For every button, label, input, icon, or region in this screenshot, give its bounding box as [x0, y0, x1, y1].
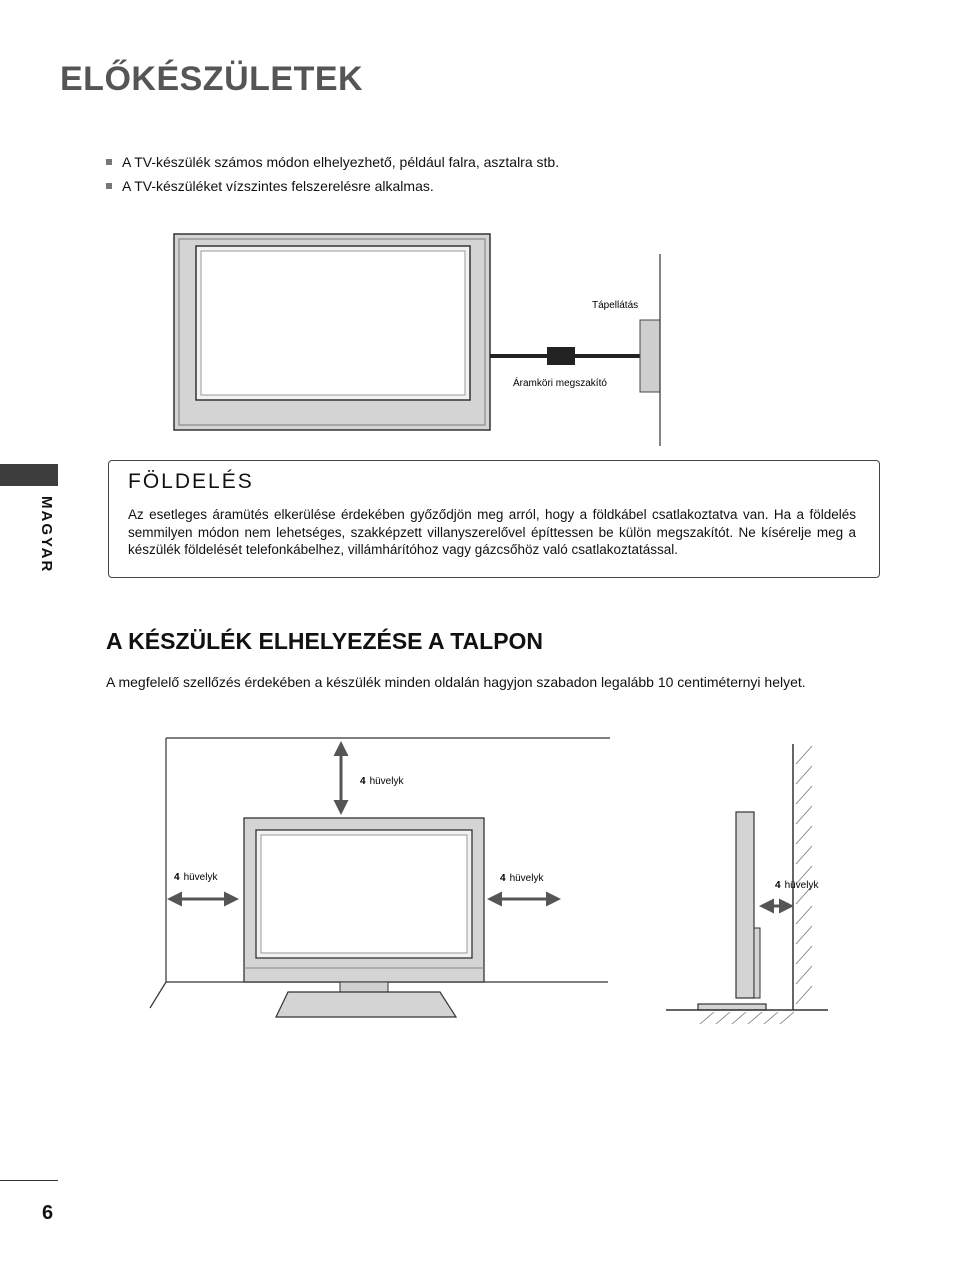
power-label: Tápellátás [592, 300, 638, 311]
wall-socket [639, 319, 661, 393]
grounding-title: FÖLDELÉS [128, 470, 254, 493]
stand-base [275, 991, 458, 1018]
tv-side-panel [735, 811, 755, 999]
tv-screen-inner [200, 250, 466, 396]
stand-base-side [697, 1003, 767, 1011]
list-item: A TV-készülék számos módon elhelyezhető,… [106, 150, 559, 174]
list-item: A TV-készüléket vízszintes felszerelésre… [106, 174, 559, 198]
square-bullet-icon [106, 159, 112, 165]
tv-side-back [753, 927, 761, 999]
tv-screen-inner [260, 834, 468, 954]
section-text: A megfelelő szellőzés érdekében a készül… [106, 674, 806, 690]
side-tab [0, 464, 58, 486]
stand-neck [339, 981, 389, 993]
floor-perspective-line [149, 981, 167, 1009]
page-title: ELŐKÉSZÜLETEK [60, 60, 364, 98]
grounding-text: Az esetleges áramütés elkerülése érdekéb… [128, 507, 856, 557]
bullet-text: A TV-készülék számos módon elhelyezhető,… [122, 154, 560, 170]
tv-power-diagram: Tápellátás Áramköri megszakító [173, 233, 661, 446]
tv-bezel [178, 238, 486, 426]
page-number: 6 [42, 1202, 54, 1224]
square-bullet-icon [106, 183, 112, 189]
circuit-breaker [547, 347, 575, 365]
breaker-label: Áramköri megszakító [513, 376, 607, 389]
language-label: MAGYAR [38, 496, 55, 574]
page-number-rule [0, 1180, 58, 1181]
section-title: A KÉSZÜLÉK ELHELYEZÉSE A TALPON [106, 628, 544, 654]
grounding-box [108, 460, 880, 578]
bullet-list: A TV-készülék számos módon elhelyezhető,… [106, 150, 559, 198]
bullet-text: A TV-készüléket vízszintes felszerelésre… [122, 178, 434, 194]
